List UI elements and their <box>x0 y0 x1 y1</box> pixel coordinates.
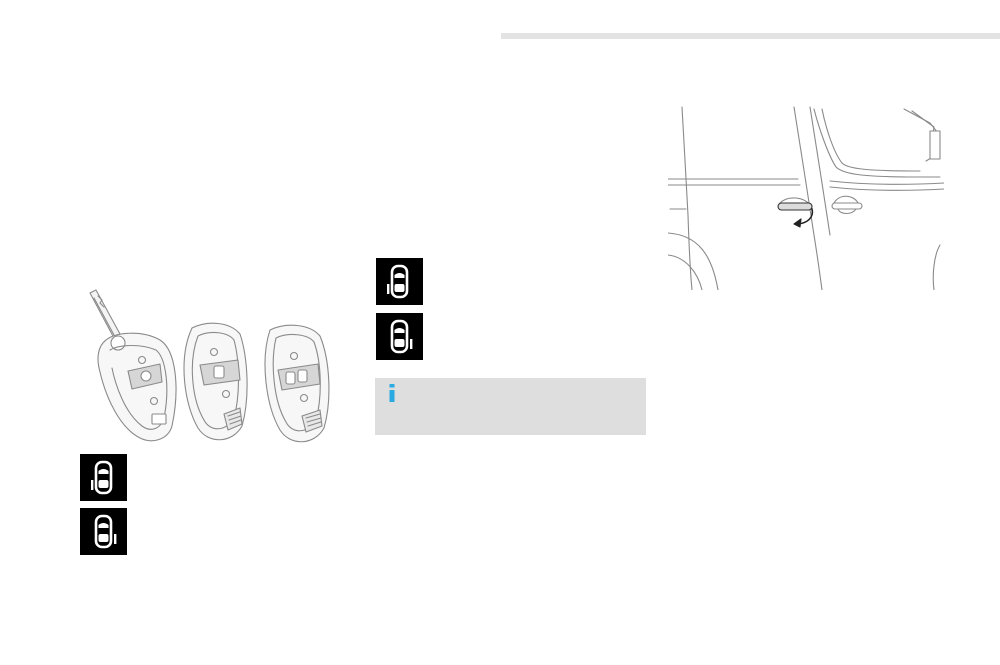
flip-key-illustration <box>89 289 177 442</box>
left-door-unlock-icon <box>376 258 423 305</box>
door-handle-illustration <box>668 106 944 290</box>
info-icon <box>389 384 395 402</box>
right-door-unlock-icon <box>80 508 127 555</box>
info-box <box>375 378 646 435</box>
remote-keys-illustration <box>89 289 330 443</box>
right-door-unlock-icon <box>376 313 423 360</box>
left-door-unlock-icon <box>80 454 127 501</box>
header-rule <box>501 33 1000 39</box>
smart-key-3-illustration <box>264 324 330 443</box>
smart-key-2-illustration <box>183 322 248 441</box>
